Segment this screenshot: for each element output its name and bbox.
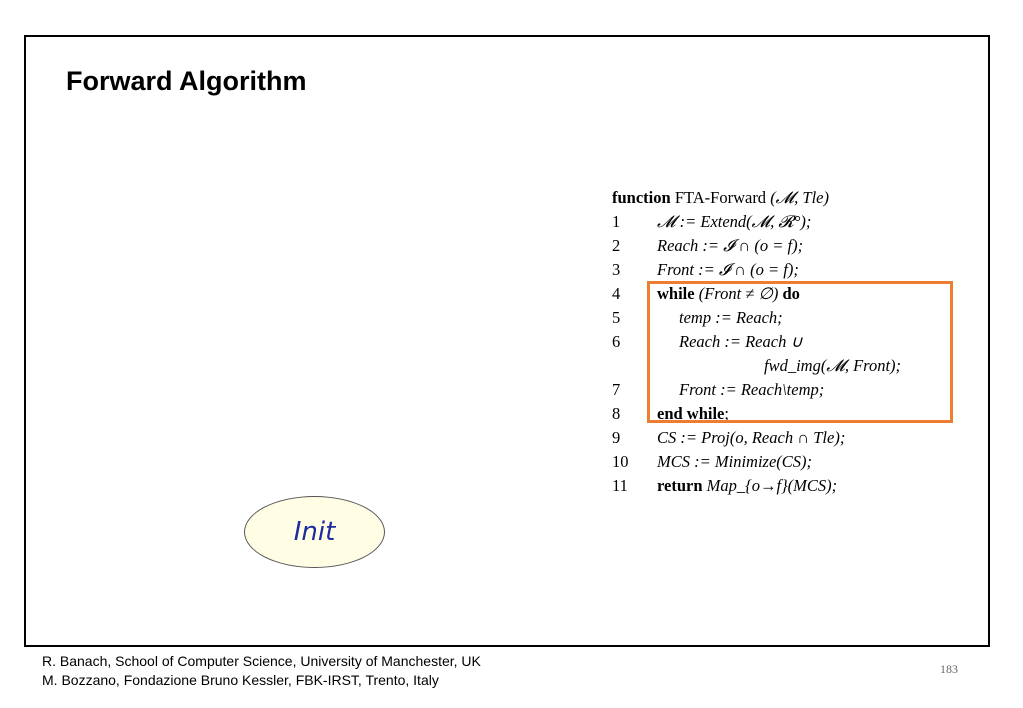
line-number: 5	[612, 308, 621, 327]
slide-frame	[24, 35, 990, 647]
init-node: Init	[244, 496, 385, 568]
line-code: Reach := 𝓘 ∩ (o = f);	[657, 236, 804, 255]
init-label: Init	[293, 517, 336, 547]
algorithm-header: function FTA-Forward (𝓜, Tle)	[612, 186, 829, 210]
line-number: 4	[612, 284, 621, 303]
line-code: temp := Reach;	[679, 308, 783, 327]
line-number: 1	[612, 212, 621, 231]
footer-line-2: M. Bozzano, Fondazione Bruno Kessler, FB…	[42, 672, 439, 688]
while-loop-highlight-box	[647, 281, 953, 423]
line-number: 7	[612, 380, 621, 399]
line-code: (Front ≠ ∅)	[698, 284, 779, 303]
footer-credits: R. Banach, School of Computer Science, U…	[42, 652, 481, 690]
keyword-end-while: end while	[657, 404, 725, 423]
line-code: CS := Proj(o, Reach ∩ Tle);	[657, 428, 846, 447]
keyword-function: function	[612, 188, 671, 207]
line-code: Front := Reach\temp;	[679, 380, 825, 399]
line-code: ;	[724, 404, 729, 423]
keyword-return: return	[657, 476, 703, 495]
line-number: 2	[612, 236, 621, 255]
function-name: FTA-Forward	[674, 188, 767, 207]
page-number: 183	[940, 662, 958, 676]
line-code: MCS := Minimize(CS);	[657, 452, 813, 471]
line-number: 8	[612, 404, 621, 423]
line-number: 3	[612, 260, 621, 279]
line-code: Front := 𝓘 ∩ (o = f);	[657, 260, 799, 279]
function-args: (𝓜, Tle)	[770, 188, 829, 207]
line-number: 9	[612, 428, 621, 447]
line-number: 11	[612, 476, 628, 495]
line-code: Reach := Reach ∪	[679, 332, 803, 351]
keyword-do: do	[782, 284, 800, 303]
slide-title: Forward Algorithm	[66, 66, 307, 96]
line-number: 6	[612, 332, 621, 351]
line-code: 𝓜 := Extend(𝓜, 𝓡°);	[657, 212, 812, 231]
line-code: fwd_img(𝓜, Front);	[764, 356, 902, 375]
keyword-while: while	[657, 284, 695, 303]
line-code: Map_{o→f}(MCS);	[706, 476, 838, 495]
footer-line-1: R. Banach, School of Computer Science, U…	[42, 653, 481, 669]
line-number: 10	[612, 452, 629, 471]
